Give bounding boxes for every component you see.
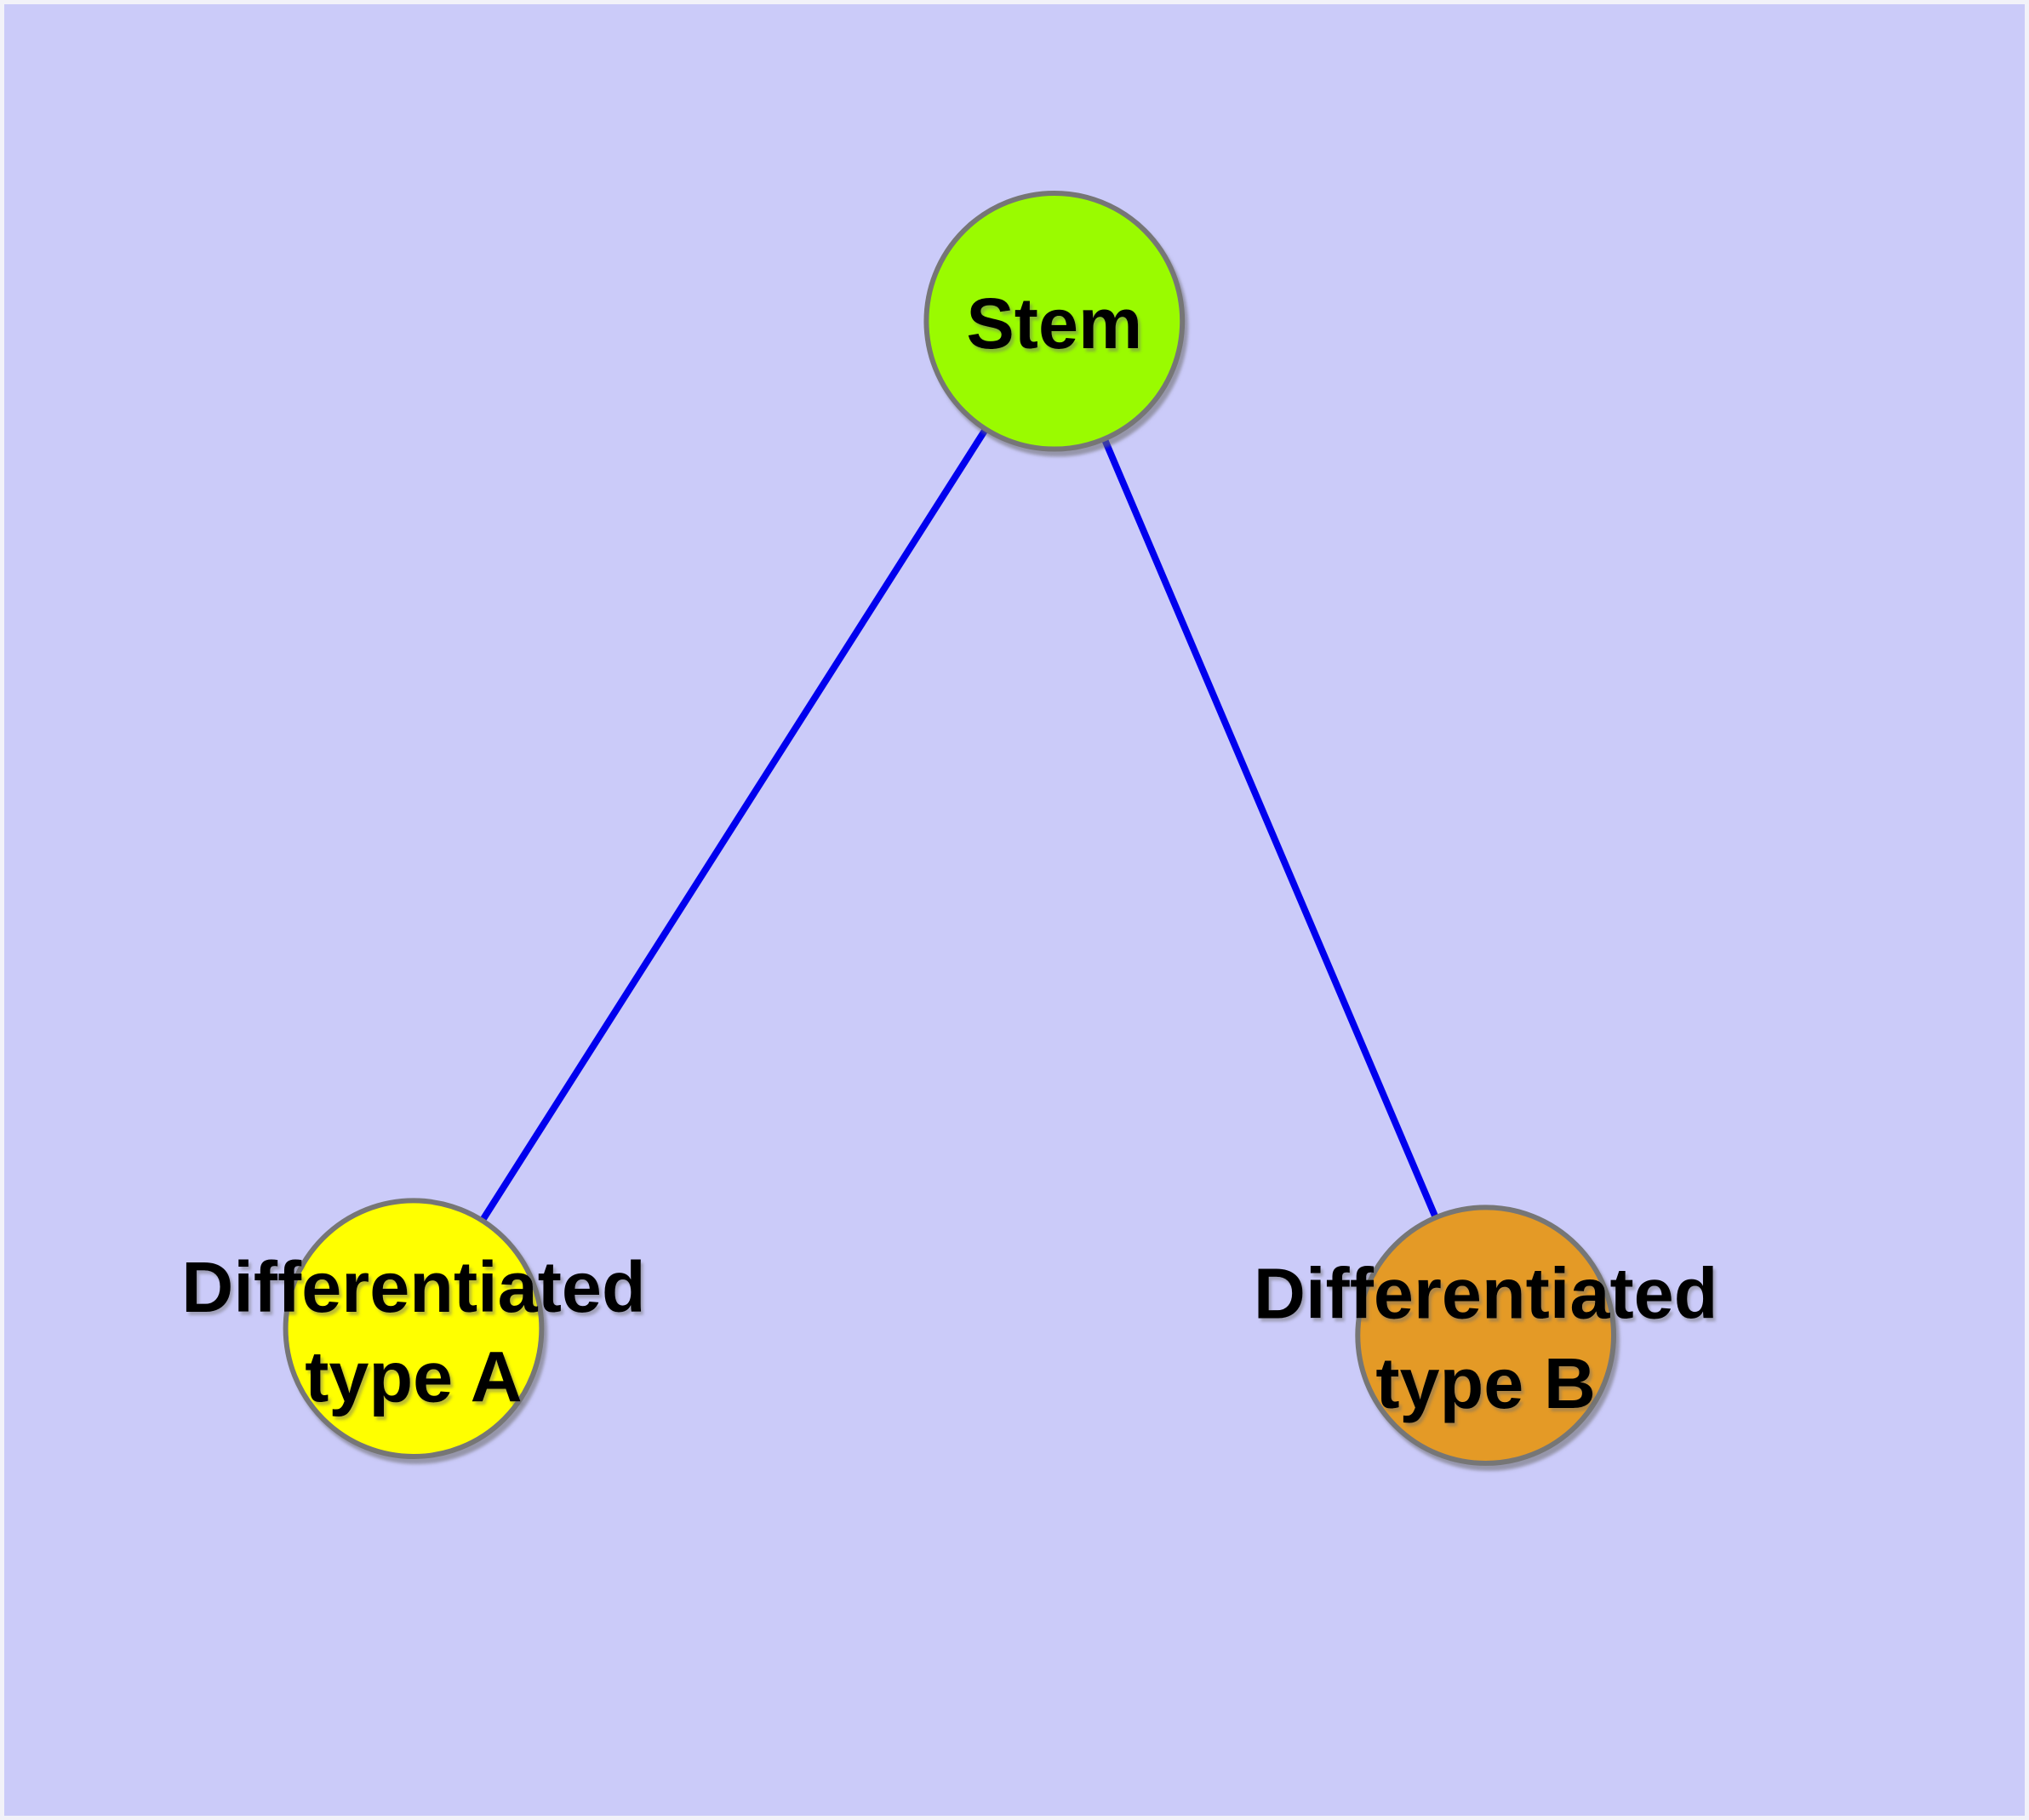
edge-stem-to-differentiated-type-a	[410, 319, 1058, 1331]
node-differentiated-type-b-circle	[1355, 1205, 1617, 1466]
node-stem-label: Stem	[966, 283, 1142, 363]
node-stem-circle	[923, 190, 1186, 452]
node-differentiated-type-a-circle	[283, 1198, 545, 1459]
node-stem: Stem	[923, 190, 1186, 452]
edges-layer	[410, 319, 1489, 1337]
edge-stem-to-differentiated-type-b	[1051, 319, 1489, 1337]
